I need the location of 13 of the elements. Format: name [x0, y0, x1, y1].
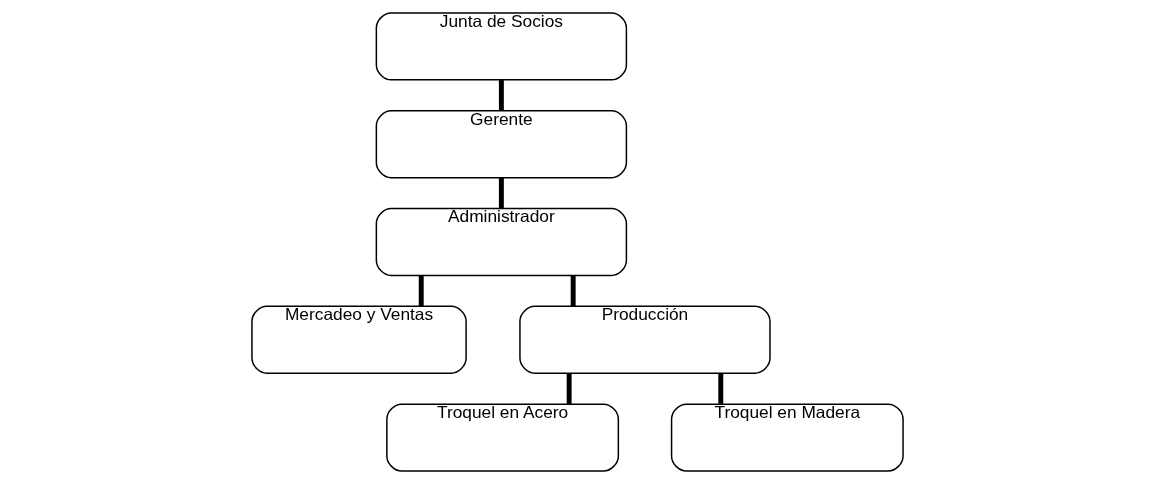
node-box: Producción [519, 305, 771, 374]
node-box: Troquel en Madera [670, 403, 904, 472]
node-box: Troquel en Acero [386, 403, 620, 472]
connector [566, 373, 572, 404]
connector [498, 177, 504, 209]
connector [498, 80, 504, 111]
connector [570, 275, 576, 307]
node-box: Junta de Socios [375, 12, 628, 81]
connector [718, 373, 724, 404]
connector [418, 275, 424, 307]
node-box: Mercadeo y Ventas [251, 305, 467, 374]
node-box: Administrador [375, 207, 628, 277]
node-box: Gerente [375, 110, 628, 179]
